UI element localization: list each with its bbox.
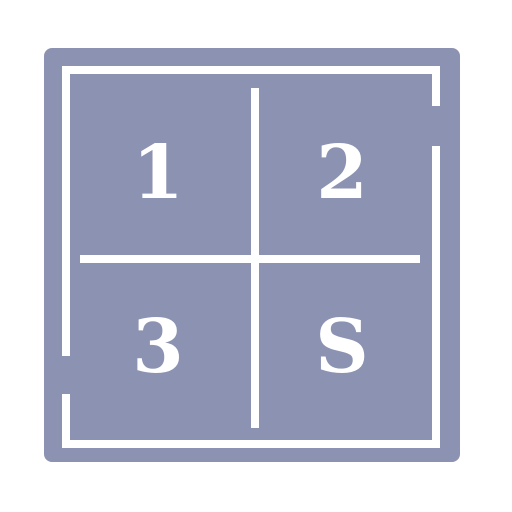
- frame-top-edge: [62, 66, 440, 74]
- cell-label-4: S: [315, 304, 369, 390]
- cell-label-2: 2: [316, 130, 368, 216]
- cell-label-1: 1: [132, 130, 184, 216]
- frame-left-edge-lower: [62, 394, 70, 448]
- frame-right-edge-upper: [432, 66, 440, 106]
- frame-right-edge-lower: [432, 146, 440, 448]
- frame-bottom-edge: [62, 440, 440, 448]
- horizontal-divider: [80, 255, 420, 263]
- cell-label-3: 3: [132, 304, 184, 390]
- frame-left-edge-upper: [62, 66, 70, 356]
